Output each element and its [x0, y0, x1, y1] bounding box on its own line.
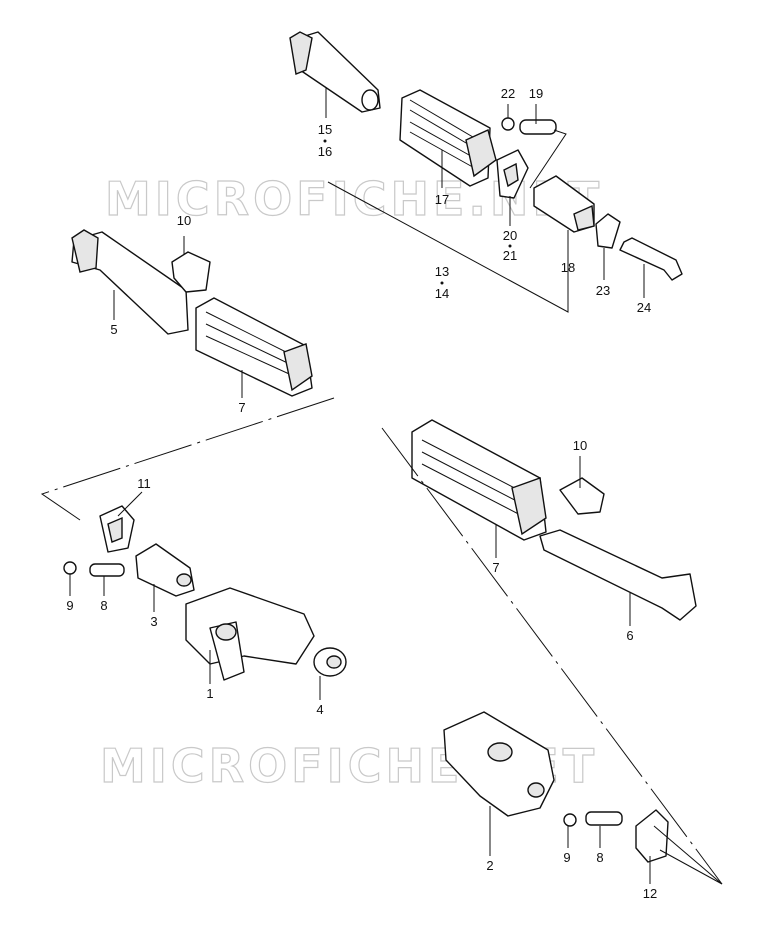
callout-23: 23	[596, 283, 610, 298]
leader-lines	[69, 88, 651, 884]
callout-19: 19	[529, 86, 543, 101]
callout-13: 13	[435, 264, 449, 279]
callout-6: 6	[626, 628, 633, 643]
plate-12	[635, 809, 669, 863]
callout-16: 16	[318, 144, 332, 159]
callout-4: 4	[316, 702, 323, 717]
footrest-bar-15	[289, 31, 381, 113]
callout-20: 20	[503, 228, 517, 243]
callout-labels: 15 16 17 22 19 20 21 18 13 14 23 24 10 5…	[66, 86, 657, 901]
footrest-bar-6	[539, 529, 697, 621]
bracket-1	[185, 587, 315, 681]
footrest-rubber-7-right	[411, 419, 547, 541]
callout-5: 5	[110, 322, 117, 337]
callout-10-right: 10	[573, 438, 587, 453]
callout-14: 14	[435, 286, 449, 301]
callout-2: 2	[486, 858, 493, 873]
callout-24: 24	[637, 300, 651, 315]
guide-lines	[40, 129, 723, 885]
footrest-bar-5	[71, 229, 189, 335]
bolt-8-left	[89, 563, 125, 577]
plate-11	[99, 505, 135, 553]
callout-18: 18	[561, 260, 575, 275]
footrest-rubber-7-left	[195, 297, 313, 397]
block-3	[135, 543, 195, 597]
callout-8-left: 8	[100, 598, 107, 613]
callout-9-left: 9	[66, 598, 73, 613]
callout-17: 17	[435, 192, 449, 207]
bolt-24	[619, 237, 683, 281]
callout-15: 15	[318, 122, 332, 137]
nut-9-left	[63, 561, 77, 575]
callout-1: 1	[206, 686, 213, 701]
bracket-18	[533, 175, 595, 233]
clip-10-right	[559, 477, 605, 515]
callout-21: 21	[503, 248, 517, 263]
spacer-4	[313, 647, 347, 677]
nut-22	[501, 117, 515, 131]
bracket-2	[443, 711, 555, 817]
callout-10-left: 10	[177, 213, 191, 228]
clip-10-left	[171, 251, 211, 293]
nut-9-right	[563, 813, 577, 827]
washer-20	[496, 149, 529, 199]
washer-23	[595, 213, 621, 249]
callout-12: 12	[643, 886, 657, 901]
callout-7-left: 7	[238, 400, 245, 415]
callout-22: 22	[501, 86, 515, 101]
callout-7-right: 7	[492, 560, 499, 575]
footrest-rubber-17	[399, 89, 497, 187]
bolt-8-right	[585, 811, 623, 826]
callout-11: 11	[137, 476, 151, 491]
callout-8-right: 8	[596, 850, 603, 865]
callout-3: 3	[150, 614, 157, 629]
callout-9-right: 9	[563, 850, 570, 865]
bolt-19	[519, 119, 557, 135]
